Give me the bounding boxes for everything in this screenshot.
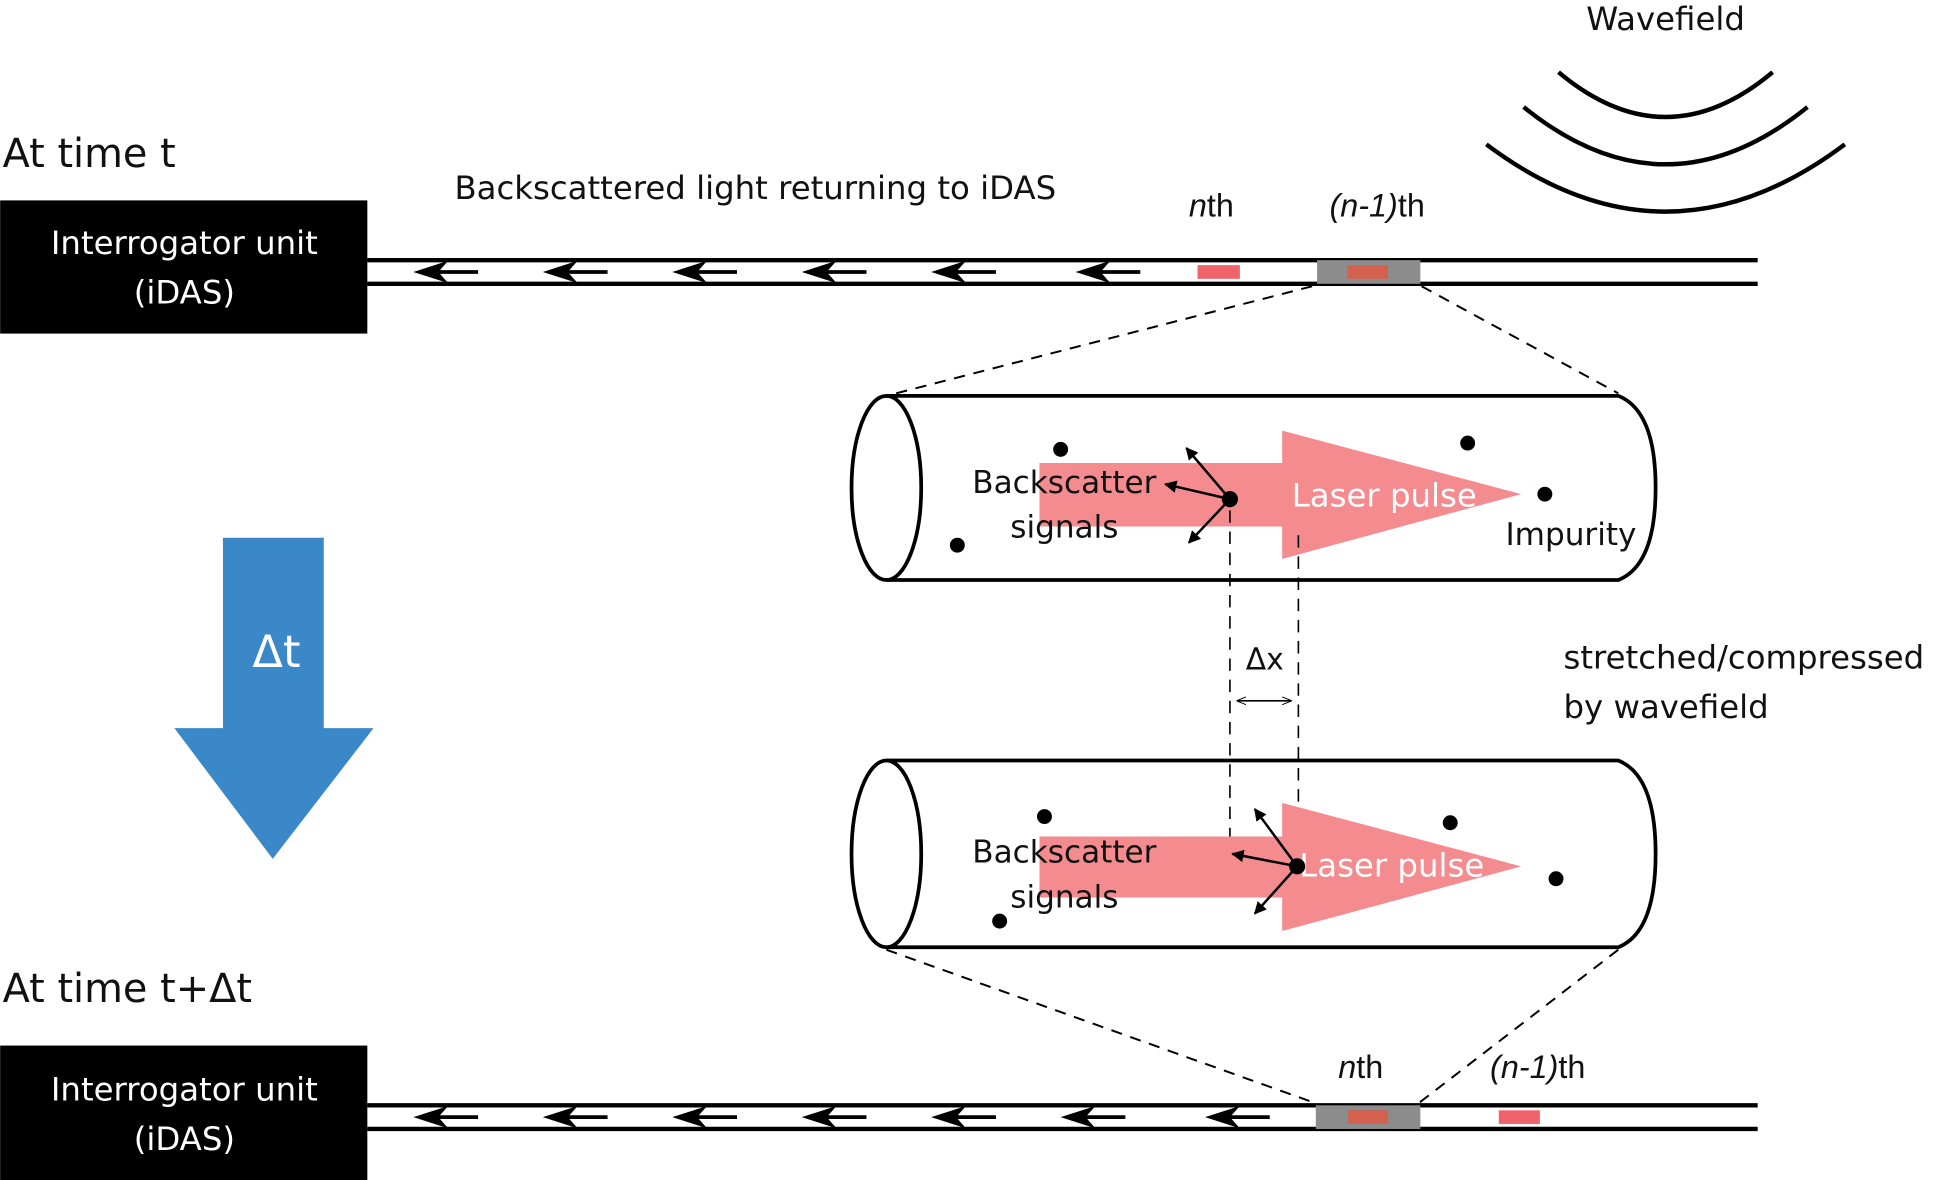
left-arrow-icon <box>1060 1105 1096 1129</box>
zoom-line-top-right <box>1421 285 1619 395</box>
left-arrow-icon <box>1205 1105 1240 1129</box>
time-step-arrow: Δt <box>174 537 374 859</box>
left-arrow-icon <box>931 260 967 284</box>
n1th-segment-marker <box>1346 265 1389 279</box>
fiber-cylinder-lower: Laser pulse Backscatter signals <box>849 758 1658 950</box>
backscatter-label-upper-line1: Backscatter <box>972 465 1156 501</box>
impurity-dot <box>1442 815 1458 831</box>
left-arrow-icon <box>801 1105 837 1129</box>
interrogator-unit-bottom: Interrogator unit (iDAS) <box>0 1045 368 1180</box>
cylinder-end-upper <box>849 393 924 582</box>
nth-segment-marker <box>1348 1110 1389 1124</box>
left-arrow-icon <box>931 1105 967 1129</box>
interrogator-label-top-line1: Interrogator unit <box>51 224 318 262</box>
nth-segment-marker <box>1197 265 1240 279</box>
time-t-dt-label: At time t+Δt <box>3 966 252 1012</box>
fiber-cylinder-upper: Laser pulse Backscatter signals Impurity <box>849 393 1658 582</box>
cylinder-end-lower <box>849 758 924 950</box>
stretched-label-line1: stretched/compressed <box>1564 638 1925 676</box>
time-step-arrow-shape <box>174 537 374 859</box>
backscatter-arrow <box>1253 865 1299 915</box>
wavefield-group: Wavefield <box>1485 0 1847 214</box>
delta-x-label: Δx <box>1246 643 1284 678</box>
returning-light-arrows <box>413 260 1141 284</box>
stretched-label-line2: by wavefield <box>1564 688 1769 726</box>
backscatter-label-upper-line2: signals <box>1010 510 1118 546</box>
backscatter-arrow <box>1253 808 1299 868</box>
fiber-cable-bottom <box>367 1103 1758 1132</box>
wavefield-label: Wavefield <box>1586 0 1745 38</box>
nth-label-top: nth <box>1189 188 1234 224</box>
backscatter-arrow <box>1163 480 1231 501</box>
laser-pulse-label-lower: Laser pulse <box>1299 846 1484 884</box>
time-t-label: At time t <box>3 131 176 177</box>
interrogator-label-bottom-line1: Interrogator unit <box>51 1070 318 1108</box>
left-arrow-icon <box>542 260 578 284</box>
impurity-dot <box>1460 435 1476 451</box>
n1th-label-top: (n-1)th <box>1330 188 1425 224</box>
n1th-label-bottom: (n-1)th <box>1490 1049 1585 1085</box>
impurity-dot <box>992 913 1008 929</box>
zoom-line-bottom-left <box>886 948 1315 1104</box>
backscatter-label-lower-line1: Backscatter <box>972 835 1156 871</box>
nth-label-bottom: nth <box>1338 1049 1383 1085</box>
returning-light-arrows <box>413 1105 1270 1129</box>
impurity-dot <box>1053 441 1069 457</box>
interrogator-box-bottom <box>0 1045 368 1180</box>
wavefront-arc-1 <box>1557 70 1775 120</box>
left-arrow-icon <box>542 1105 578 1129</box>
zoom-line-bottom-right <box>1418 948 1619 1104</box>
left-arrow-icon <box>413 1105 449 1129</box>
cylinder-body-upper <box>886 393 1658 582</box>
left-arrow-icon <box>672 1105 708 1129</box>
backscatter-arrow <box>1187 498 1231 544</box>
delta-x-indicator: Δx <box>1229 510 1300 866</box>
impurity-label: Impurity <box>1505 517 1636 553</box>
impurity-dot <box>1036 809 1052 825</box>
fiber-cable-top <box>367 257 1758 286</box>
backscatter-caption: Backscattered light returning to iDAS <box>454 169 1056 207</box>
left-arrow-icon <box>413 260 449 284</box>
interrogator-label-top-line2: (iDAS) <box>134 274 235 312</box>
backscatter-arrow <box>1185 447 1231 500</box>
wavefront-arc-3 <box>1485 142 1847 214</box>
impurity-dot <box>949 537 965 553</box>
left-arrow-icon <box>801 260 837 284</box>
delta-t-label: Δt <box>252 625 300 678</box>
laser-pulse-upper <box>1039 430 1522 559</box>
laser-pulse-lower <box>1039 802 1522 932</box>
laser-pulse-label-upper: Laser pulse <box>1292 477 1477 515</box>
backscatter-arrow <box>1231 849 1298 868</box>
left-arrow-icon <box>1075 260 1111 284</box>
interrogator-unit-top: Interrogator unit (iDAS) <box>0 200 368 334</box>
impurity-dot <box>1537 486 1553 502</box>
interrogator-box-top <box>0 200 368 334</box>
interrogator-label-bottom-line2: (iDAS) <box>134 1120 235 1158</box>
zoom-line-top-left <box>886 285 1313 397</box>
backscatter-label-lower-line2: signals <box>1010 879 1118 915</box>
impurity-dot <box>1548 871 1564 887</box>
left-arrow-icon <box>672 260 708 284</box>
wavefront-arc-2 <box>1522 105 1809 167</box>
n1th-segment-marker <box>1498 1110 1540 1124</box>
cylinder-body-lower <box>886 758 1658 950</box>
